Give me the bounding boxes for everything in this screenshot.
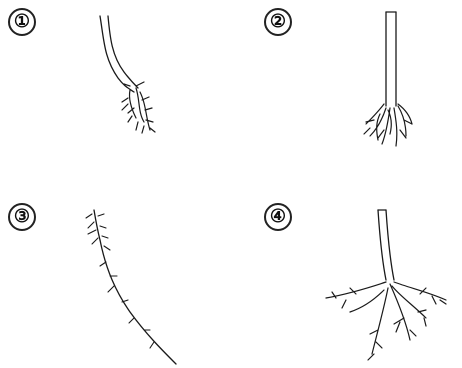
plant-1 [100, 16, 155, 133]
plant-4-roots [326, 282, 446, 360]
plant-1-roots [122, 82, 155, 133]
plant-2-roots [364, 104, 412, 146]
plant-4-stem [378, 210, 394, 280]
plant-4 [326, 210, 446, 360]
plant-2-stem [386, 12, 396, 106]
plant-3-stem [94, 210, 100, 240]
plant-3-root-hairs [86, 214, 154, 348]
plant-1-stem [100, 16, 134, 92]
plant-3-taproot [100, 240, 176, 364]
plant-3 [86, 210, 176, 364]
plant-2 [364, 12, 412, 146]
plant-1-stem-edge [108, 16, 138, 88]
